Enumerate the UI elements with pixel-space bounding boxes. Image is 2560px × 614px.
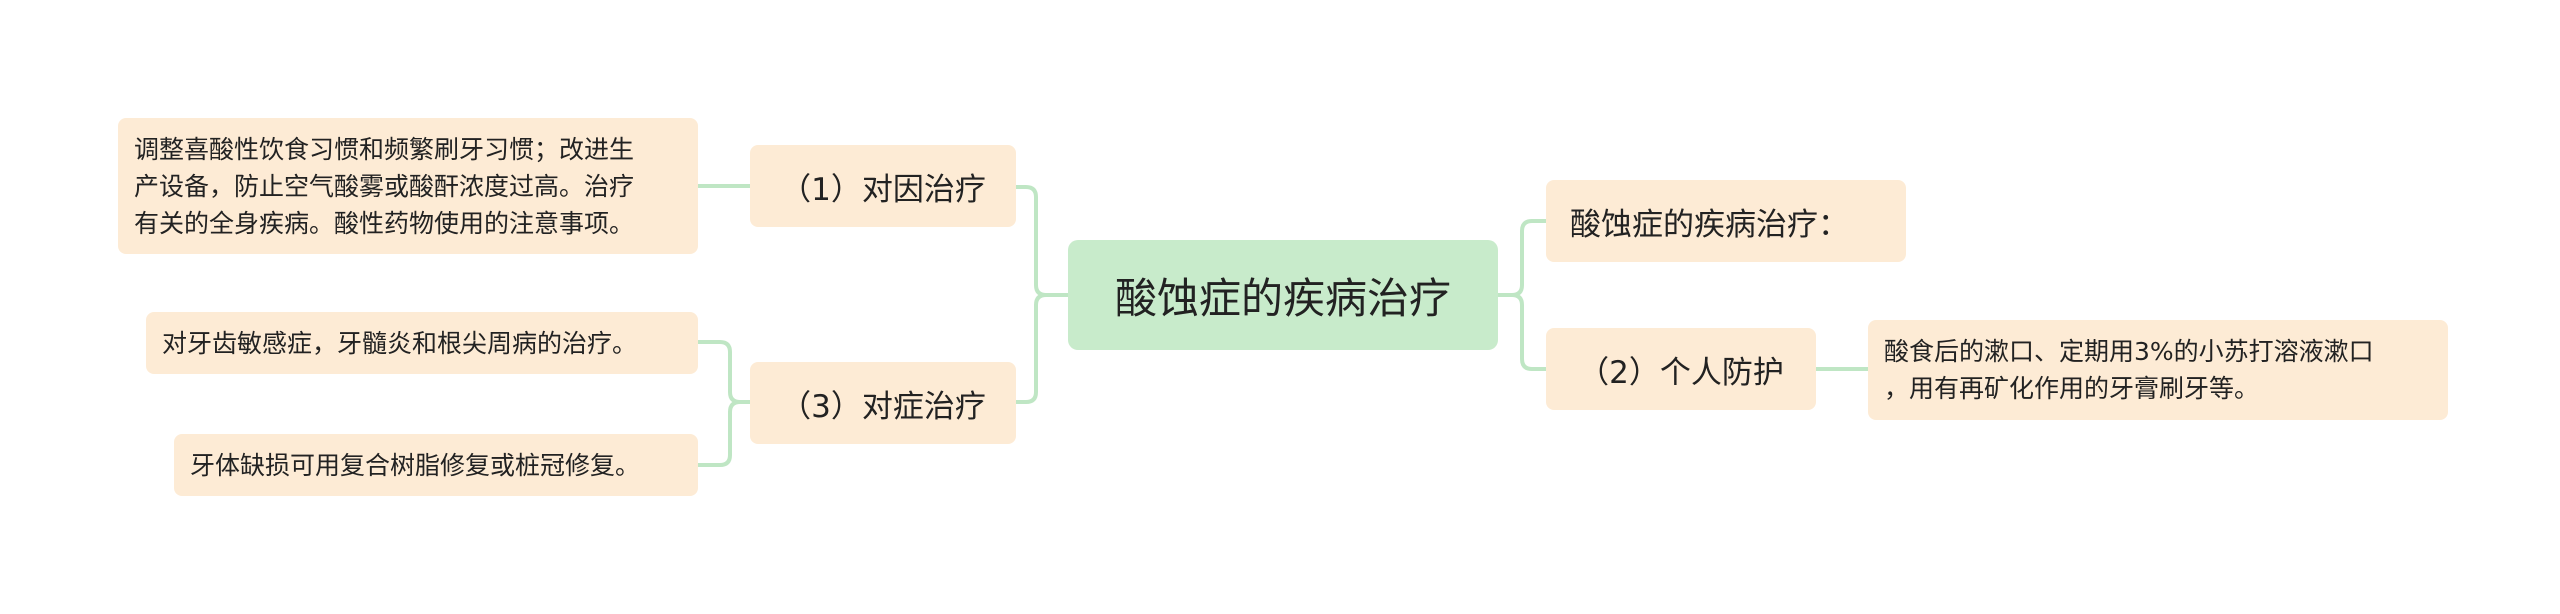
- leaf-line: 牙体缺损可用复合树脂修复或桩冠修复。: [190, 450, 641, 480]
- connector-root-heading: [1496, 219, 1548, 297]
- root-node[interactable]: 酸蚀症的疾病治疗: [1068, 240, 1498, 350]
- connector-root-cause: [1014, 185, 1070, 297]
- connector-symptom-leaf-1: [696, 340, 752, 404]
- subtopic-heading[interactable]: 酸蚀症的疾病治疗：: [1546, 180, 1906, 262]
- leaf-text: 对牙齿敏感症，牙髓炎和根尖周病的治疗。: [162, 325, 637, 362]
- leaf-protection-detail[interactable]: 酸食后的漱口、定期用3%的小苏打溶液漱口 ，用有再矿化作用的牙膏刷牙等。: [1868, 320, 2448, 420]
- leaf-symptom-detail-2[interactable]: 牙体缺损可用复合树脂修复或桩冠修复。: [174, 434, 698, 496]
- leaf-line: 酸食后的漱口、定期用3%的小苏打溶液漱口: [1884, 337, 2374, 366]
- subtopic-personal-protection[interactable]: （2）个人防护: [1546, 328, 1816, 410]
- leaf-symptom-detail-1[interactable]: 对牙齿敏感症，牙髓炎和根尖周病的治疗。: [146, 312, 698, 374]
- connector-root-symptom: [1014, 293, 1070, 404]
- leaf-cause-detail[interactable]: 调整喜酸性饮食习惯和频繁刷牙习惯；改进生 产设备，防止空气酸雾或酸酐浓度过高。治…: [118, 118, 698, 254]
- connector-symptom-leaf-2: [696, 400, 752, 467]
- leaf-text: 酸食后的漱口、定期用3%的小苏打溶液漱口 ，用有再矿化作用的牙膏刷牙等。: [1884, 333, 2374, 407]
- leaf-line: ，用有再矿化作用的牙膏刷牙等。: [1884, 374, 2260, 403]
- root-label: 酸蚀症的疾病治疗: [1114, 273, 1451, 323]
- leaf-line: 调整喜酸性饮食习惯和频繁刷牙习惯；改进生: [134, 134, 635, 164]
- subtopic-label: （3）对症治疗: [780, 388, 986, 425]
- subtopic-cause-treatment[interactable]: （1）对因治疗: [750, 145, 1016, 227]
- subtopic-label: （2）个人防护: [1578, 354, 1784, 391]
- subtopic-label: （1）对因治疗: [780, 171, 986, 208]
- subtopic-symptom-treatment[interactable]: （3）对症治疗: [750, 362, 1016, 444]
- subtopic-label: 酸蚀症的疾病治疗：: [1570, 206, 1849, 243]
- leaf-line: 有关的全身疾病。酸性药物使用的注意事项。: [134, 208, 635, 238]
- leaf-text: 牙体缺损可用复合树脂修复或桩冠修复。: [190, 447, 640, 484]
- leaf-line: 产设备，防止空气酸雾或酸酐浓度过高。治疗: [134, 171, 635, 201]
- leaf-text: 调整喜酸性饮食习惯和频繁刷牙习惯；改进生 产设备，防止空气酸雾或酸酐浓度过高。治…: [134, 131, 634, 242]
- leaf-line: 对牙齿敏感症，牙髓炎和根尖周病的治疗。: [162, 328, 638, 358]
- connector-root-protection: [1496, 293, 1548, 371]
